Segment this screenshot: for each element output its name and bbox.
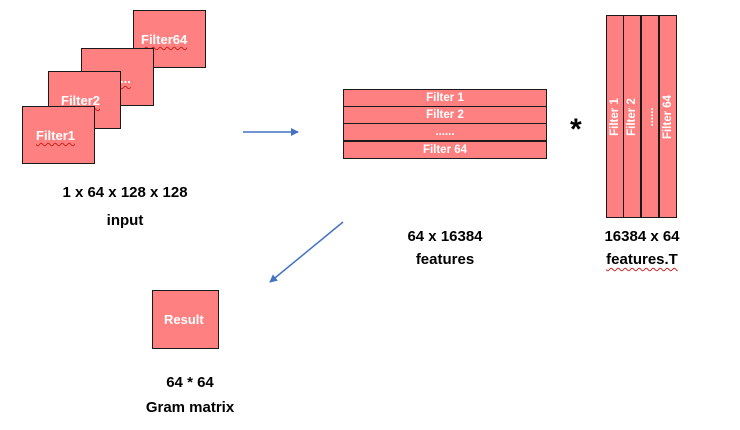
features-t-name-caption: features.T — [606, 251, 678, 268]
result-name-caption: Gram matrix — [145, 399, 235, 416]
features-dims-caption: 64 x 16384 — [407, 228, 483, 245]
features-t-col-filter-2: Filter 2 — [623, 15, 641, 218]
features-t-dims-caption: 16384 x 64 — [604, 228, 680, 245]
input-filter-1-label: Filter1 — [36, 128, 76, 143]
features-row-filter-64: Filter 64 — [343, 141, 547, 159]
arrow-to-result — [269, 221, 344, 283]
input-filter-2-label: Filter2 — [61, 93, 101, 108]
result-label: Result — [164, 312, 204, 327]
input-filter-1: Filter1 — [22, 106, 95, 164]
input-name-caption: input — [106, 212, 144, 229]
result-box: Result — [152, 290, 219, 349]
result-dims-caption: 64 * 64 — [166, 374, 214, 391]
input-filter-64-label: Filter64 — [141, 32, 188, 47]
input-filter-ellipsis-label: ... — [120, 71, 131, 86]
features-row-ellipsis: ...... — [343, 123, 547, 141]
features-name-caption: features — [415, 251, 475, 268]
input-dims-caption: 1 x 64 x 128 x 128 — [62, 184, 188, 201]
multiply-symbol: * — [570, 113, 582, 146]
features-t-col-ellipsis: ...... — [641, 15, 659, 218]
features-t-col-filter-64: Filter 64 — [659, 15, 677, 218]
